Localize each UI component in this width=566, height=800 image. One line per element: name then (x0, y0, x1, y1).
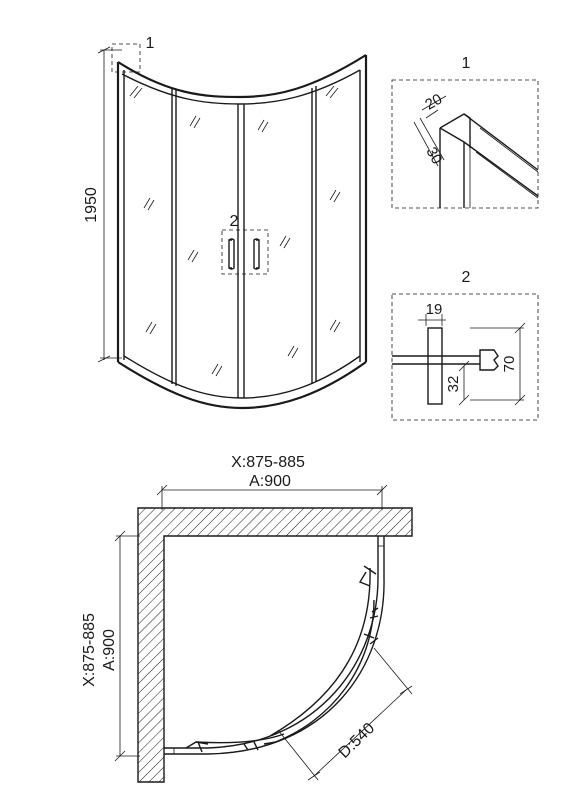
enclosure-plan (163, 535, 385, 755)
plan-view: X:875-885 A:900 X:875-885 A:900 (81, 454, 413, 783)
detail-2-title: 2 (462, 269, 471, 286)
glass-reflections (129, 85, 341, 377)
enclosure-outline (116, 54, 368, 410)
callout-2-marker: 2 (221, 213, 269, 275)
plan-a-top-label: A:900 (249, 473, 291, 490)
front-view: 1950 (83, 35, 368, 410)
detail-1: 1 20 30 (391, 55, 539, 209)
callout-1-marker: 1 (111, 35, 155, 73)
callout-1-label: 1 (146, 35, 155, 52)
left-handle (228, 238, 235, 270)
plan-a-left-label: A:900 (101, 629, 118, 671)
detail-1-dim-30: 30 (422, 144, 445, 167)
height-label: 1950 (83, 187, 100, 223)
height-dimension: 1950 (83, 46, 122, 363)
detail-1-title: 1 (462, 55, 471, 72)
walls (137, 507, 413, 783)
detail-2: 2 19 70 32 (391, 269, 539, 421)
detail-2-dim-19: 19 (426, 301, 443, 318)
detail-1-dim-20: 20 (422, 91, 445, 114)
door-opening-label: D:540 (336, 720, 379, 762)
detail-2-dim-32: 32 (445, 376, 462, 393)
callout-2-label: 2 (230, 213, 239, 230)
detail-2-dim-70: 70 (501, 356, 518, 373)
right-handle (253, 238, 260, 270)
plan-x-top-label: X:875-885 (231, 454, 305, 471)
plan-x-left-label: X:875-885 (81, 613, 98, 687)
